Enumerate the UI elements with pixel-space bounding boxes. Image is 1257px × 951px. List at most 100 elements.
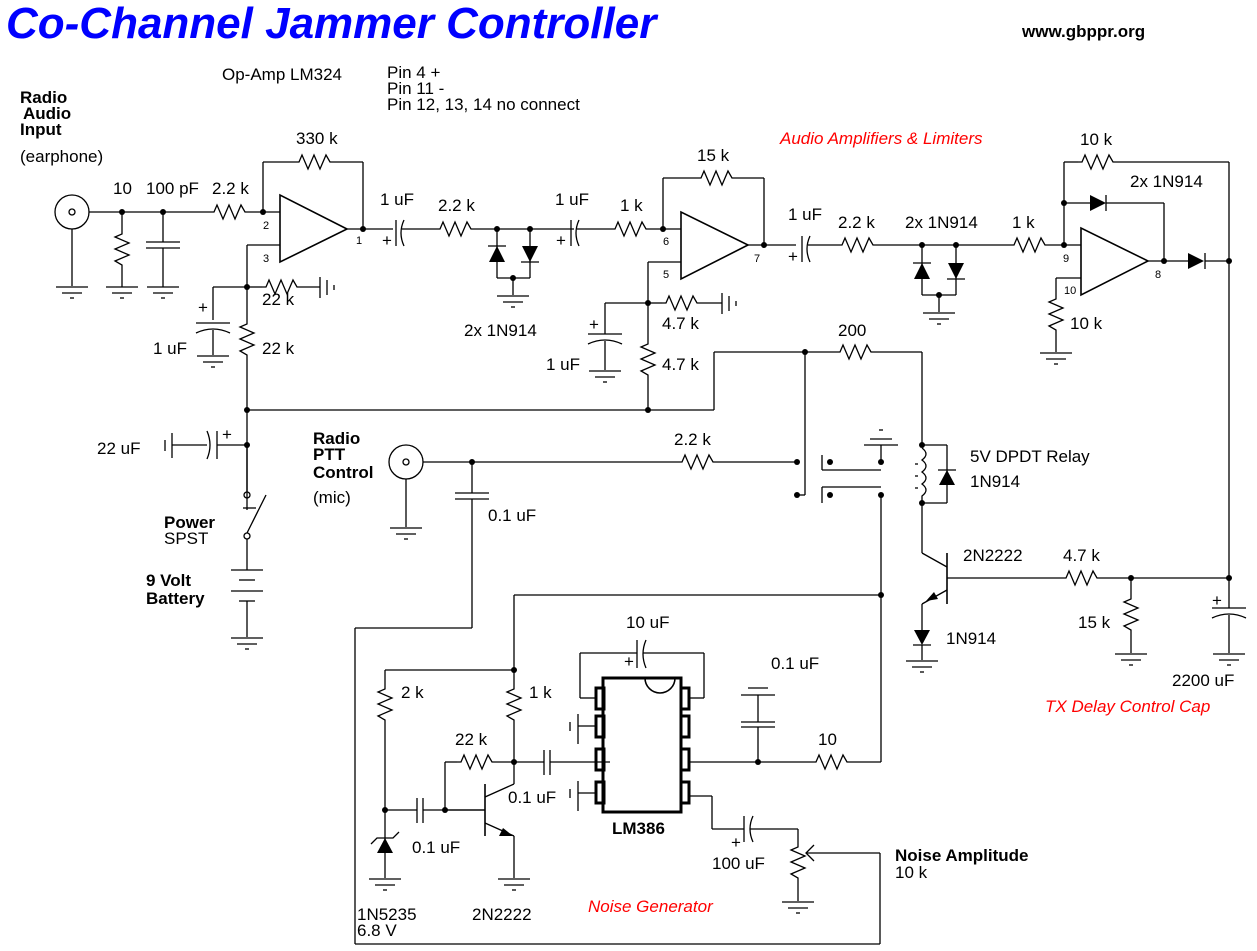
svg-text:Input: Input — [20, 120, 62, 139]
r-in-value: 10 — [113, 179, 132, 198]
diode-pair-2 — [913, 245, 965, 325]
svg-text:Radio: Radio — [313, 429, 360, 448]
r-zener-value: 2 k — [401, 683, 424, 702]
svg-text:Battery: Battery — [146, 589, 205, 608]
svg-text:+: + — [222, 425, 232, 444]
c-zener-value: 0.1 uF — [412, 838, 460, 857]
ptt-jack: Radio PTT Control (mic) — [313, 429, 424, 540]
svg-text:+: + — [788, 247, 798, 266]
c-noise-out-value: 0.1 uF — [508, 788, 556, 807]
audio-input-jack: Radio Audio Input (earphone) — [20, 88, 103, 299]
zener-diode — [368, 810, 402, 891]
diode-pair-1 — [488, 229, 539, 308]
rf2-value: 15 k — [697, 146, 730, 165]
d2-value: 2x 1N914 — [905, 213, 978, 232]
opamp-note-line: Pin 12, 13, 14 no connect — [387, 95, 580, 114]
svg-text:1: 1 — [356, 235, 362, 247]
svg-text:Power: Power — [164, 513, 215, 532]
svg-text:PTT: PTT — [313, 445, 346, 464]
opamp-1: 2 3 1 — [263, 193, 362, 265]
d-relay-label: 1N914 — [970, 472, 1020, 491]
q-relay — [905, 552, 948, 673]
section-label-audio: Audio Amplifiers & Limiters — [779, 129, 983, 148]
svg-text:3: 3 — [263, 253, 269, 265]
c-in-value: 100 pF — [146, 179, 199, 198]
c-delay-value: 2200 uF — [1172, 671, 1234, 690]
svg-text:8: 8 — [1155, 269, 1161, 281]
svg-text:+: + — [556, 231, 566, 250]
r-relay-value: 200 — [838, 321, 866, 340]
c-c3-value: 1 uF — [788, 205, 822, 224]
website-url: www.gbppr.org — [1021, 22, 1145, 41]
r-pin10-value: 10 k — [1070, 314, 1103, 333]
c-out-byp-value: 0.1 uF — [771, 654, 819, 673]
r-base-value: 4.7 k — [1063, 546, 1100, 565]
zener-voltage: 6.8 V — [357, 921, 397, 940]
svg-text:+: + — [198, 298, 208, 317]
svg-text:+: + — [589, 315, 599, 334]
svg-text:LM386: LM386 — [612, 819, 665, 838]
svg-text:7: 7 — [754, 253, 760, 265]
r5-value: 1 k — [1012, 213, 1035, 232]
r-bias1b-value: 22 k — [262, 339, 295, 358]
opamp-label: Op-Amp LM324 — [222, 65, 342, 84]
svg-text:5: 5 — [663, 269, 669, 281]
relay-coil — [915, 442, 956, 506]
svg-text:2: 2 — [263, 220, 269, 232]
d-emitter-label: 1N914 — [946, 629, 996, 648]
svg-text:+: + — [1212, 591, 1222, 610]
r-out-value: 10 — [818, 730, 837, 749]
power-switch[interactable] — [246, 494, 267, 534]
section-label-tx-delay: TX Delay Control Cap — [1045, 697, 1210, 716]
power-cap-value: 22 uF — [97, 439, 140, 458]
pot-name: Noise Amplitude — [895, 846, 1029, 865]
svg-text:+: + — [382, 231, 392, 250]
opamp-3: 9 10 8 — [1063, 226, 1161, 297]
q-noise — [445, 783, 531, 891]
q-noise-label: 2N2222 — [472, 905, 532, 924]
svg-text:+: + — [731, 833, 741, 852]
r-base-gnd-value: 15 k — [1078, 613, 1111, 632]
section-label-noise: Noise Generator — [588, 897, 714, 916]
svg-text:Audio: Audio — [23, 104, 71, 123]
opamp-note-line: Pin 11 - — [387, 79, 444, 98]
rf1-value: 330 k — [296, 129, 338, 148]
opamp-2: 6 5 7 — [663, 210, 760, 281]
r4-value: 2.2 k — [838, 213, 875, 232]
relay-label: 5V DPDT Relay — [970, 447, 1090, 466]
r-bias1-value: 22 k — [262, 290, 295, 309]
opamp-note-line: Pin 4 + — [387, 63, 440, 82]
c-gain-value: 10 uF — [626, 613, 669, 632]
r1-value: 2.2 k — [212, 179, 249, 198]
power-section: 22 uF + Power SPST 9 Volt Battery — [97, 425, 267, 650]
svg-text:10: 10 — [1064, 285, 1076, 297]
q-relay-label: 2N2222 — [963, 546, 1023, 565]
r-bias2-value: 4.7 k — [662, 314, 699, 333]
svg-text:(mic): (mic) — [313, 488, 351, 507]
c-c1-value: 1 uF — [380, 190, 414, 209]
rf3-value: 10 k — [1080, 130, 1113, 149]
c-ptt-value: 0.1 uF — [488, 506, 536, 525]
svg-text:SPST: SPST — [164, 529, 208, 548]
d1-value: 2x 1N914 — [464, 321, 537, 340]
svg-text:9: 9 — [1063, 253, 1069, 265]
svg-text:Radio: Radio — [20, 88, 67, 107]
noise-amplitude-pot[interactable] — [781, 842, 880, 914]
svg-text:(earphone): (earphone) — [20, 147, 103, 166]
r2-value: 2.2 k — [438, 196, 475, 215]
r-coll-value: 1 k — [529, 683, 552, 702]
relay-contacts — [794, 352, 898, 595]
pot-value: 10 k — [895, 863, 928, 882]
lm386-ic: LM386 — [594, 676, 691, 838]
page-title: Co-Channel Jammer Controller — [6, 0, 659, 48]
svg-text:6: 6 — [663, 236, 669, 248]
c-bias1-value: 1 uF — [153, 339, 187, 358]
r-fb-noise-value: 22 k — [455, 730, 488, 749]
r-bias2b-value: 4.7 k — [662, 355, 699, 374]
c-out-value: 100 uF — [712, 854, 765, 873]
svg-text:Control: Control — [313, 463, 373, 482]
r-ptt-value: 2.2 k — [674, 430, 711, 449]
d3-value: 2x 1N914 — [1130, 172, 1203, 191]
zener-label: 1N5235 — [357, 905, 417, 924]
r3-value: 1 k — [620, 196, 643, 215]
